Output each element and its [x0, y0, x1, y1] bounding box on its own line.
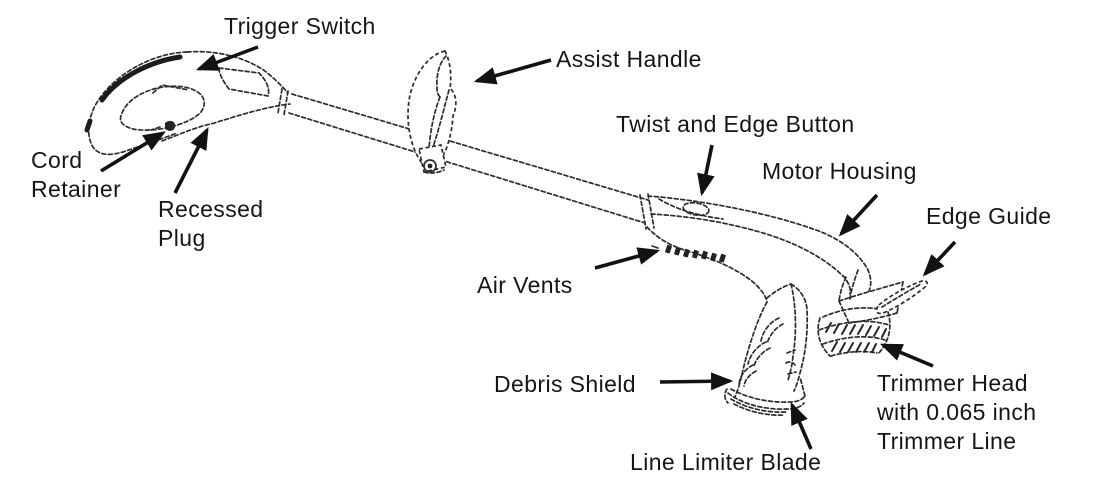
assist-handle-drawing — [407, 50, 457, 174]
arrow-motor-housing — [838, 193, 879, 237]
trimmer-head-drawing — [817, 269, 904, 357]
trimmer-line-spool-hatch — [825, 322, 887, 353]
arrow-assist-handle — [473, 58, 552, 85]
debris-shield-drawing — [724, 283, 809, 416]
edge-guide-drawing — [875, 279, 928, 315]
cord-retainer-drawing — [165, 120, 176, 131]
label-twist-and-edge-button: Twist and Edge Button — [616, 111, 855, 137]
motor-housing-drawing — [639, 193, 872, 303]
arrow-cord-retainer — [100, 131, 166, 173]
arrow-edge-guide — [922, 240, 957, 277]
label-trimmer-head: Trimmer Head with 0.065 inch Trimmer Lin… — [877, 370, 1037, 454]
label-assist-handle: Assist Handle — [556, 46, 702, 72]
label-cord-retainer: Cord Retainer — [31, 147, 122, 202]
arrow-debris-shield — [659, 372, 734, 391]
arrow-air-vents — [594, 247, 661, 270]
arrow-recessed-plug — [173, 127, 209, 194]
arrow-twist-and-edge-button — [697, 144, 715, 197]
label-line-limiter-blade: Line Limiter Blade — [630, 449, 822, 475]
shaft-drawing — [288, 93, 649, 224]
label-motor-housing: Motor Housing — [762, 158, 917, 184]
callout-arrows — [100, 45, 957, 450]
label-air-vents: Air Vents — [477, 272, 573, 298]
label-trigger-switch: Trigger Switch — [224, 13, 376, 39]
air-vents-drawing — [651, 244, 726, 263]
rear-handle-drawing — [84, 50, 291, 156]
arrow-trigger-switch — [195, 45, 259, 71]
label-recessed-plug: Recessed Plug — [158, 196, 264, 251]
label-debris-shield: Debris Shield — [494, 371, 636, 397]
label-edge-guide: Edge Guide — [926, 203, 1052, 229]
arrow-line-limiter-blade — [790, 401, 813, 450]
twist-edge-button-drawing — [682, 201, 710, 217]
arrow-trimmer-head — [879, 343, 934, 368]
